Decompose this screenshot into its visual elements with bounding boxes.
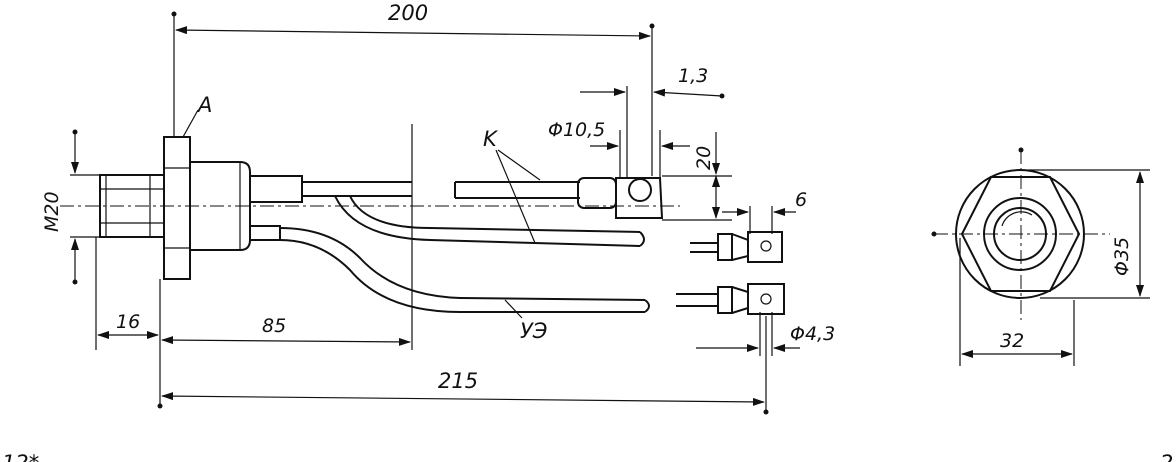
cathode-lug — [615, 177, 664, 219]
cathode-wire — [334, 195, 645, 247]
dim-20-text: 20 — [693, 146, 715, 170]
end-view: Φ35 32 — [931, 147, 1150, 366]
dim-6: 6 — [722, 189, 807, 234]
dim-hole-4-3-text: Φ4,3 — [790, 323, 835, 345]
control-leader — [504, 299, 523, 319]
cathode-leader-1 — [497, 149, 541, 181]
dim-6-text: 6 — [795, 189, 807, 211]
inner-arc — [1001, 211, 1033, 227]
dim-hole-10-5: Φ10,5 — [548, 119, 690, 178]
dim-85: 85 — [161, 315, 411, 346]
side-view: A K УЭ 200 1,3 — [41, 1, 835, 415]
dim-hole-4-3: Φ4,3 — [696, 312, 835, 356]
cathode-terminal — [249, 175, 412, 203]
small-lug-upper — [690, 231, 783, 263]
flange-circle — [955, 169, 1085, 299]
dim-32-text: 32 — [1000, 330, 1024, 352]
dim-16-text: 16 — [116, 311, 140, 333]
footer-left-mark: 12* — [2, 451, 39, 462]
dim-20: 20 — [662, 132, 732, 221]
dim-35-text: Φ35 — [1111, 237, 1133, 276]
small-lug-lower — [676, 283, 785, 315]
dim-hole-10-5-text: Φ10,5 — [548, 119, 605, 141]
flange-label: A — [196, 93, 212, 117]
dim-m20-text: M20 — [41, 191, 63, 232]
dim-200: 200 — [171, 1, 655, 176]
inner-ring — [993, 207, 1047, 261]
control-terminal — [249, 225, 281, 241]
footer-right-mark: 2 — [1160, 451, 1173, 462]
dim-215-text: 215 — [438, 369, 478, 393]
dim-16: 16 — [95, 237, 161, 406]
dim-85-text: 85 — [262, 315, 286, 337]
control-wire — [279, 227, 650, 313]
dim-1-3: 1,3 — [580, 65, 725, 178]
dim-1-3-text: 1,3 — [678, 65, 708, 87]
flange-leader — [182, 109, 199, 138]
hex-flange — [163, 136, 191, 280]
cathode-leader-2 — [495, 149, 536, 244]
dim-35: Φ35 — [1028, 169, 1150, 299]
outer-ring — [983, 197, 1057, 271]
cathode-lead-segment — [454, 177, 617, 209]
dim-32: 32 — [959, 238, 1075, 366]
dim-200-text: 200 — [388, 1, 428, 25]
control-label: УЭ — [520, 319, 548, 343]
dim-215: 215 — [157, 316, 769, 415]
dim-m20: M20 — [41, 129, 100, 285]
hex-outline — [960, 176, 1081, 292]
cathode-label: K — [483, 127, 499, 151]
